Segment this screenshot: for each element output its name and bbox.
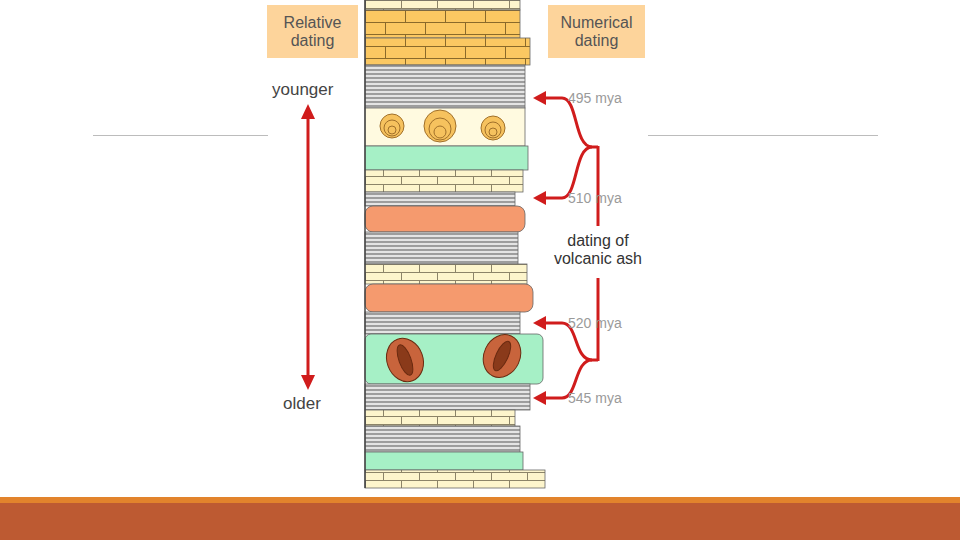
shale-layer: [365, 426, 520, 452]
arrow-head: [301, 375, 315, 390]
column-edge: [364, 0, 366, 488]
shale-layer: [365, 312, 520, 334]
limestone-layer: [365, 170, 523, 192]
footer-bar: [0, 503, 960, 540]
sandstone-layer: [365, 38, 530, 65]
volcanic-ash-layer: [365, 206, 525, 232]
date-label: 545 mya: [568, 390, 648, 406]
shell-ring: [388, 126, 396, 134]
trilobite-fossils: [381, 328, 528, 386]
sandstone-layer: [365, 10, 520, 38]
limestone-layer: [365, 470, 545, 488]
heading-box: Relative dating: [267, 5, 358, 58]
limestone-layer: [365, 0, 520, 10]
shell-ring: [485, 122, 501, 138]
shale-layer: [365, 384, 530, 410]
mint-layer: [365, 146, 528, 170]
heading-text: Relative dating: [271, 14, 354, 50]
shale-layer: [365, 65, 525, 108]
shell-ring: [434, 126, 446, 138]
shale-layer: [365, 192, 515, 206]
bracket: [597, 146, 600, 226]
method-label: dating of volcanic ash: [540, 232, 656, 268]
mint-layer: [365, 452, 523, 470]
rock-column: [365, 0, 545, 488]
divider-line: [93, 135, 268, 136]
trilobite-axis: [394, 343, 416, 377]
date-label: 510 mya: [568, 190, 648, 206]
arrow-head: [533, 191, 546, 205]
double-arrow-shaft: [307, 114, 310, 380]
volcanic-ash-layer: [365, 284, 533, 312]
arrow-head: [533, 391, 546, 405]
footer-stripe: [0, 497, 960, 503]
shale-layer: [365, 232, 518, 264]
heading-box: Numerical dating: [548, 5, 645, 58]
limestone-layer: [365, 264, 527, 284]
heading-text: Numerical dating: [552, 14, 641, 50]
arrow-head: [533, 91, 546, 105]
trilobite-fossil: [381, 333, 430, 387]
limestone-layer: [365, 410, 515, 426]
fossil-layer: [365, 108, 525, 146]
date-label: 520 mya: [568, 315, 648, 331]
age-label: older: [283, 394, 353, 413]
age-arrow: [301, 104, 315, 390]
divider-line: [648, 135, 878, 136]
footer-bars: [0, 497, 960, 540]
shell-fossils: [380, 110, 505, 142]
shell-fossil: [481, 116, 505, 140]
age-label: younger: [272, 80, 352, 99]
shell-ring: [384, 120, 400, 136]
shell-ring: [489, 128, 497, 136]
shell-fossil: [380, 114, 404, 138]
trilobite-axis: [490, 339, 514, 373]
arrow-head: [533, 316, 546, 330]
trilobite-fossil: [476, 328, 527, 383]
shell-ring: [429, 118, 451, 140]
pointer-heads: [533, 91, 546, 405]
arrow-head: [301, 104, 315, 119]
shell-fossil: [424, 110, 456, 142]
date-label: 495 mya: [568, 90, 648, 106]
